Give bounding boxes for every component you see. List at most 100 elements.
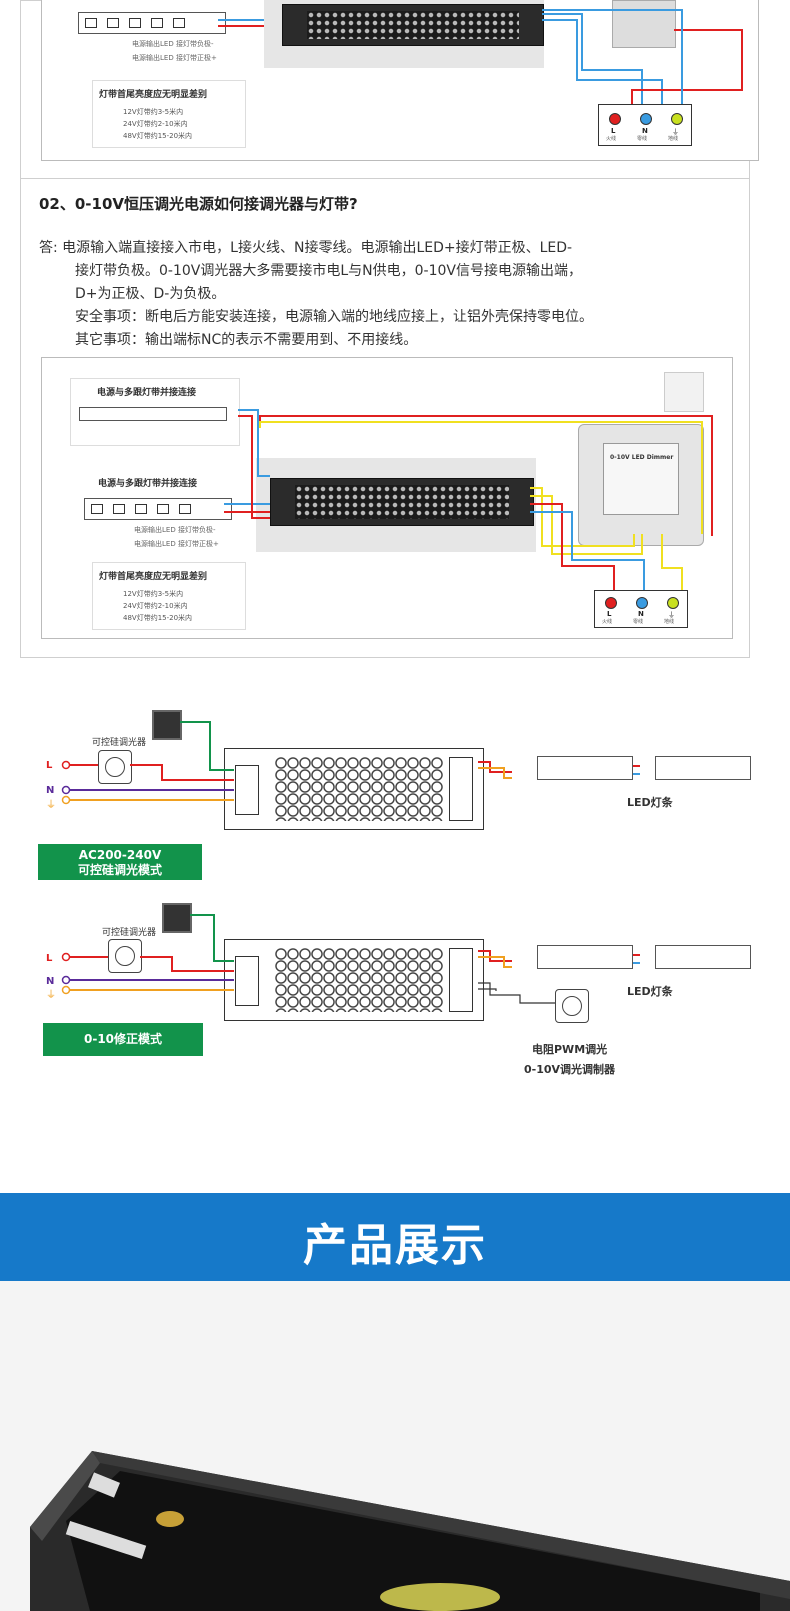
wall-plate-icon: [664, 372, 704, 412]
qa-heading: 02、0-10V恒压调光电源如何接调光器与灯带?: [39, 195, 358, 213]
ground-symbol-icon: ⏚: [46, 800, 56, 811]
brightness-note-title: 灯带首尾亮度应无明显差别: [99, 572, 208, 582]
led-strip-label: LED灯条: [627, 796, 673, 809]
led-strip: [655, 945, 751, 969]
wiring-lines: [218, 9, 743, 118]
strip-note-pos: 电源输出LED 接灯带正极+: [132, 54, 217, 62]
ground-symbol-icon: ⏚: [672, 128, 679, 136]
terminal-g-sub: 地线: [664, 619, 675, 625]
terminal-l: [609, 113, 621, 125]
qa-answer-line-5: 其它事项：输出端标NC的表示不需要用到、不用接线。: [75, 332, 418, 348]
line-n-label: N: [46, 785, 55, 796]
terminal-n: [636, 597, 648, 609]
brightness-line-3: 48V灯带约15-20米内: [123, 614, 193, 622]
terminal-l-sub: 火线: [602, 619, 613, 625]
mode-label: 0-10修正模式: [43, 1023, 203, 1056]
led-chip: [113, 504, 125, 514]
ground-symbol-icon: ⏚: [46, 990, 56, 1001]
switch-icon: [152, 710, 182, 740]
pwm-label-line-2: 0-10V调光调制器: [524, 1063, 616, 1076]
psu-photo-bg: [264, 0, 544, 68]
led-chip: [91, 504, 103, 514]
led-chip: [173, 18, 185, 28]
led-chip: [129, 18, 141, 28]
triac-dimming-diagram: 可控硅调光器 L N ⏚ LED灯条 AC200-240V 可控硅调光模式: [0, 700, 790, 885]
dimmer-knob-icon: [108, 939, 142, 973]
line-n-label: N: [46, 976, 55, 987]
led-chip: [179, 504, 191, 514]
led-chip: [85, 18, 97, 28]
led-strip-label: LED灯条: [627, 985, 673, 998]
output-terminal: [449, 757, 473, 821]
terminal-n-sub: 零线: [637, 136, 648, 142]
psu-drawing: [224, 748, 484, 830]
multi-strip-title-2: 电源与多跟灯带并接连接: [98, 479, 198, 489]
dimmer-label: 可控硅调光器: [102, 928, 157, 938]
input-terminal: [235, 956, 259, 1006]
banner-title: 产品展示: [303, 1220, 487, 1271]
led-strip: [655, 756, 751, 780]
product-showcase-banner: 产品展示: [0, 1193, 790, 1281]
terminal-l-label: L: [607, 610, 612, 618]
brightness-line-1: 12V灯带约3-5米内: [123, 108, 184, 116]
mode-label-line-1: AC200-240V: [78, 848, 162, 862]
wiring-lines: [61, 914, 640, 1004]
dimmer-label: 0-10V LED Dimmer: [610, 454, 674, 461]
brightness-note-title: 灯带首尾亮度应无明显差别: [99, 90, 208, 100]
brightness-line-3: 48V灯带约15-20米内: [123, 132, 193, 140]
led-chip: [135, 504, 147, 514]
top-wiring-panel: 电源输出LED 接灯带负极- 电源输出LED 接灯带正极+ 灯带首尾亮度应无明显…: [20, 0, 759, 180]
dimmer-module: [612, 0, 676, 48]
dimmer-knob-icon: [98, 750, 132, 784]
zero-ten-dimming-diagram: 可控硅调光器 L N ⏚ LED灯条 电阻PWM调光 0-10V调光调制器 0-…: [0, 895, 790, 1115]
line-l-label: L: [46, 760, 53, 771]
qa-answer-line-1: 答: 电源输入端直接接入市电，L接火线、N接零线。电源输出LED+接灯带正极、L…: [39, 240, 573, 256]
input-terminal: [235, 765, 259, 815]
led-strip: [537, 945, 633, 969]
brightness-line-1: 12V灯带约3-5米内: [123, 590, 184, 598]
led-chip: [157, 504, 169, 514]
mode-label: AC200-240V 可控硅调光模式: [38, 844, 202, 880]
mains-terminal: L N ⏚ 火线 零线 地线: [594, 590, 688, 628]
terminal-n-label: N: [642, 127, 648, 135]
psu-drawing: [224, 939, 484, 1021]
product-photo: [30, 1451, 790, 1611]
brightness-line-2: 24V灯带约2-10米内: [123, 602, 188, 610]
terminal-ground: [667, 597, 679, 609]
led-strip: [78, 12, 226, 34]
top-wiring-frame: 电源输出LED 接灯带负极- 电源输出LED 接灯带正极+ 灯带首尾亮度应无明显…: [41, 0, 759, 161]
wiring-lines: [224, 409, 713, 594]
terminal-n-sub: 零线: [633, 619, 644, 625]
led-chip: [151, 18, 163, 28]
pwm-dimmer-knob-icon: [555, 989, 589, 1023]
psu-image: [282, 4, 544, 46]
pwm-label-line-1: 电阻PWM调光: [532, 1043, 608, 1056]
strip-note-neg: 电源输出LED 接灯带负极-: [134, 526, 216, 534]
output-terminal: [449, 948, 473, 1012]
product-photo-area: [0, 1281, 790, 1611]
qa-panel: 02、0-10V恒压调光电源如何接调光器与灯带? 答: 电源输入端直接接入市电，…: [20, 178, 750, 658]
psu-photo-bg: [256, 458, 536, 552]
terminal-n-label: N: [638, 610, 644, 618]
mode-label-line-2: 可控硅调光模式: [77, 863, 162, 877]
led-strip: [537, 756, 633, 780]
dimmer-label: 可控硅调光器: [92, 738, 147, 748]
terminal-ground: [671, 113, 683, 125]
mains-terminal: L N ⏚ 火线 零线 地线: [598, 104, 692, 146]
second-wiring-frame: 电源与多跟灯带并接连接 电源与多跟灯带并接连接 电源输出LED 接灯带负极- 电…: [41, 357, 733, 639]
wiring-lines: [61, 721, 640, 805]
multi-strip-box-1: 电源与多跟灯带并接连接: [70, 378, 240, 446]
line-l-label: L: [46, 953, 53, 964]
terminal-n: [640, 113, 652, 125]
ground-symbol-icon: ⏚: [668, 611, 675, 619]
qa-answer-line-2: 接灯带负极。0-10V调光器大多需要接市电L与N供电，0-10V信号接电源输出端…: [75, 263, 582, 279]
switch-icon: [162, 903, 192, 933]
terminal-g-sub: 地线: [668, 136, 679, 142]
led-chip: [107, 18, 119, 28]
brightness-note-box: 灯带首尾亮度应无明显差别 12V灯带约3-5米内 24V灯带约2-10米内 48…: [92, 562, 246, 630]
multi-strip-title-1: 电源与多跟灯带并接连接: [97, 388, 197, 398]
terminal-l-sub: 火线: [606, 136, 617, 142]
led-strip: [79, 407, 227, 421]
strip-note-neg: 电源输出LED 接灯带负极-: [132, 40, 214, 48]
strip-note-pos: 电源输出LED 接灯带正极+: [134, 540, 219, 548]
